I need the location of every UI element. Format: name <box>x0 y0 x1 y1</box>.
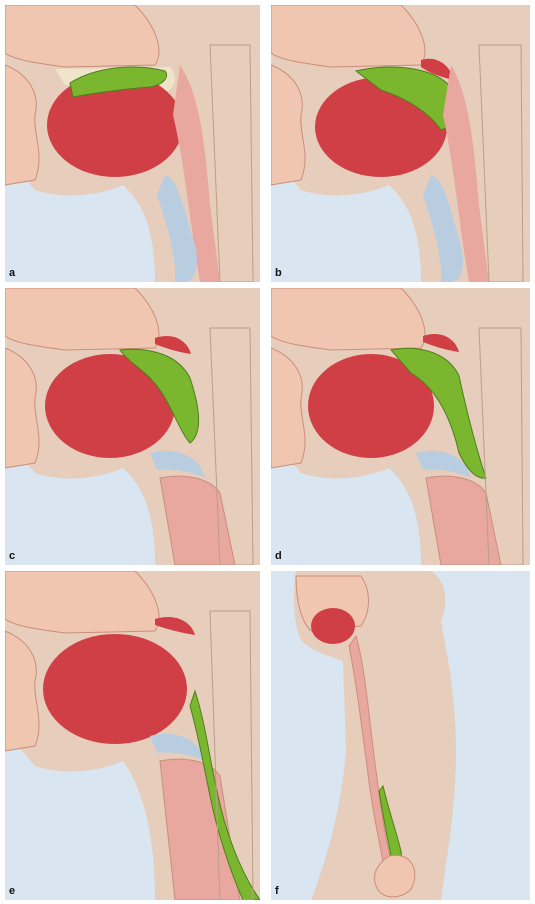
panel-label-d: d <box>275 550 282 562</box>
nose <box>271 288 425 350</box>
panel-c: c <box>5 288 260 565</box>
panel-d: d <box>271 288 530 565</box>
swallow-phase-esophageal-entry-illustration <box>5 571 260 900</box>
nose <box>5 288 159 350</box>
panel-label-e: e <box>9 885 15 897</box>
panel-e: e <box>5 571 260 900</box>
swallow-phase-pharyngeal-entry-illustration <box>5 288 260 565</box>
swallow-phase-pharyngeal-illustration <box>271 288 530 565</box>
panel-label-f: f <box>275 885 279 897</box>
panel-label-c: c <box>9 550 15 562</box>
tongue <box>43 634 187 744</box>
nose <box>5 5 159 67</box>
panel-a: a <box>5 5 260 282</box>
tongue <box>311 608 355 644</box>
panel-label-a: a <box>9 267 15 279</box>
swallow-phase-esophageal-illustration <box>271 571 530 900</box>
swallow-phase-oral-illustration <box>5 5 260 282</box>
nose <box>271 5 425 67</box>
panel-label-b: b <box>275 267 282 279</box>
panel-f: f <box>271 571 530 900</box>
swallow-phase-oral-transport-illustration <box>271 5 530 282</box>
panel-b: b <box>271 5 530 282</box>
nose <box>5 571 159 633</box>
